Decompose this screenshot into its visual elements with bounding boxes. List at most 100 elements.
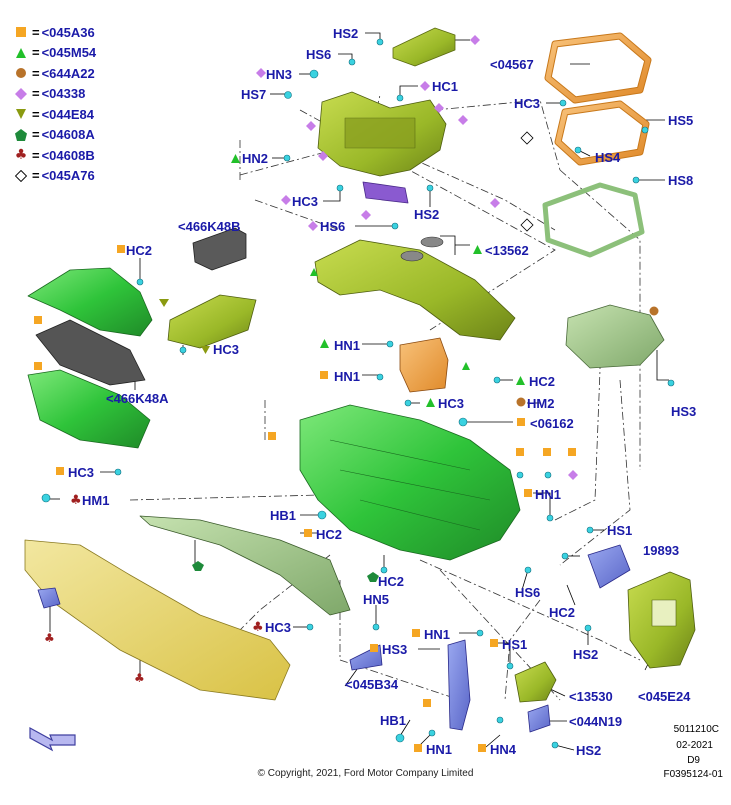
label-hc3: HC3 (514, 96, 541, 111)
label-hc3: HC3 (292, 194, 319, 209)
doc-revision: D9 (687, 755, 700, 766)
label-hc3: HC3 (213, 342, 240, 357)
legend-equals: = (32, 147, 40, 163)
legend-row: ♣ = <04608B (12, 145, 96, 166)
legend-equals: = (32, 45, 40, 61)
label-045b34: <045B34 (345, 677, 399, 692)
label-044n19: <044N19 (569, 714, 623, 729)
label-hs2: HS2 (576, 743, 602, 758)
mid-console-top-part (314, 239, 516, 341)
callout-markers: ♣ ♣ (34, 35, 659, 707)
label-hs5: HS5 (668, 113, 694, 128)
legend-code: <04608A (41, 127, 95, 143)
purple-diamond-icon (12, 87, 30, 100)
svg-text:♣: ♣ (44, 631, 55, 645)
label-hn1: HN1 (535, 487, 562, 502)
label-hn3: HN3 (266, 67, 293, 82)
orange-square-icon (12, 26, 30, 38)
label-06162: <06162 (530, 416, 574, 431)
legend-code: <04338 (41, 86, 86, 102)
label-hc2: HC2 (126, 243, 153, 258)
label-hn1: HN1 (426, 742, 453, 757)
leader-lines (48, 32, 669, 751)
red-club-icon: ♣ (14, 147, 28, 164)
bracket-13530-part (514, 661, 557, 703)
label-hs1: HS1 (607, 523, 633, 538)
label-hs2: HS2 (573, 647, 599, 662)
upper-lid-part (392, 27, 456, 67)
legend-code: <644A22 (41, 65, 95, 81)
label-hs4: HS4 (595, 150, 621, 165)
label-hc3: HC3 (438, 396, 465, 411)
fasteners (41, 38, 675, 749)
label-hn1: HN1 (334, 369, 361, 384)
label-hs8: HS8 (668, 173, 694, 188)
legend-code: <044E84 (41, 106, 95, 122)
pale-gasket-part (542, 182, 645, 258)
label-13562: <13562 (485, 243, 529, 258)
legend-row: = <045A36 (12, 22, 96, 43)
label-hs2: HS2 (333, 26, 359, 41)
label-hs6: HS6 (320, 219, 346, 234)
label-466k48a: <466K48A (106, 391, 169, 406)
green-triangle-icon (12, 47, 30, 59)
olive-triangle-down-icon (12, 108, 30, 120)
console-body-part (299, 404, 521, 561)
legend-equals: = (32, 86, 40, 102)
left-blue-clip-part (37, 587, 61, 609)
cup-holder-part (399, 337, 449, 393)
label-hn1: HN1 (334, 338, 361, 353)
side-strip-part (139, 515, 351, 616)
label-045e24: <045E24 (638, 689, 691, 704)
label-hc2: HC2 (378, 574, 405, 589)
legend-equals: = (32, 127, 40, 143)
label-hm2: HM2 (527, 396, 555, 411)
small-blue-bracket-part (527, 704, 551, 733)
label-hn4: HN4 (490, 742, 517, 757)
figure-id: F0395124-01 (663, 769, 724, 780)
label-hs7: HS7 (241, 87, 267, 102)
label-hb1: HB1 (270, 508, 297, 523)
label-hs2: HS2 (414, 207, 440, 222)
legend-row: = <644A22 (12, 63, 96, 84)
label-hs1: HS1 (502, 637, 528, 652)
legend-row: = <045M54 (12, 43, 96, 64)
label-hc3: HC3 (265, 620, 292, 635)
label-hn2: HN2 (242, 151, 269, 166)
label-hs3: HS3 (382, 642, 408, 657)
label-466k48b: <466K48B (178, 219, 241, 234)
label-hc2: HC2 (549, 605, 576, 620)
armrest-part (565, 304, 665, 369)
left-lower-panel-part (27, 369, 151, 449)
green-pentagon-icon (12, 128, 30, 141)
legend-equals: = (32, 24, 40, 40)
direction-arrow-icon (29, 726, 76, 752)
bracket-19893-part (587, 544, 631, 589)
label-hc2: HC2 (316, 527, 343, 542)
legend-equals: = (32, 168, 40, 184)
legend-code: <045A36 (41, 24, 95, 40)
label-hb1: HB1 (380, 713, 407, 728)
legend-row: = <04608A (12, 125, 96, 146)
label-hn1: HN1 (424, 627, 451, 642)
legend-row: = <04338 (12, 84, 96, 105)
legend-equals: = (32, 65, 40, 81)
label-hs6: HS6 (515, 585, 541, 600)
blue-bracket-part (349, 644, 383, 671)
left-green-panel-part (27, 267, 153, 337)
label-hc3: HC3 (68, 465, 95, 480)
label-04567: <04567 (490, 57, 534, 72)
svg-text:♣: ♣ (134, 671, 145, 685)
doc-code: 5011210C (673, 724, 719, 735)
legend-equals: = (32, 106, 40, 122)
label-hs6: HS6 (306, 47, 332, 62)
legend: = <045A36 = <045M54 = <644A22 = <04338 =… (12, 22, 96, 186)
purple-bracket-part (362, 181, 409, 204)
doc-date: 02-2021 (676, 740, 713, 751)
copyright-text: © Copyright, 2021, Ford Motor Company Li… (257, 768, 474, 779)
white-diamond-icon (12, 169, 30, 182)
olive-tray-part (167, 294, 257, 349)
label-hm1: HM1 (82, 493, 110, 508)
